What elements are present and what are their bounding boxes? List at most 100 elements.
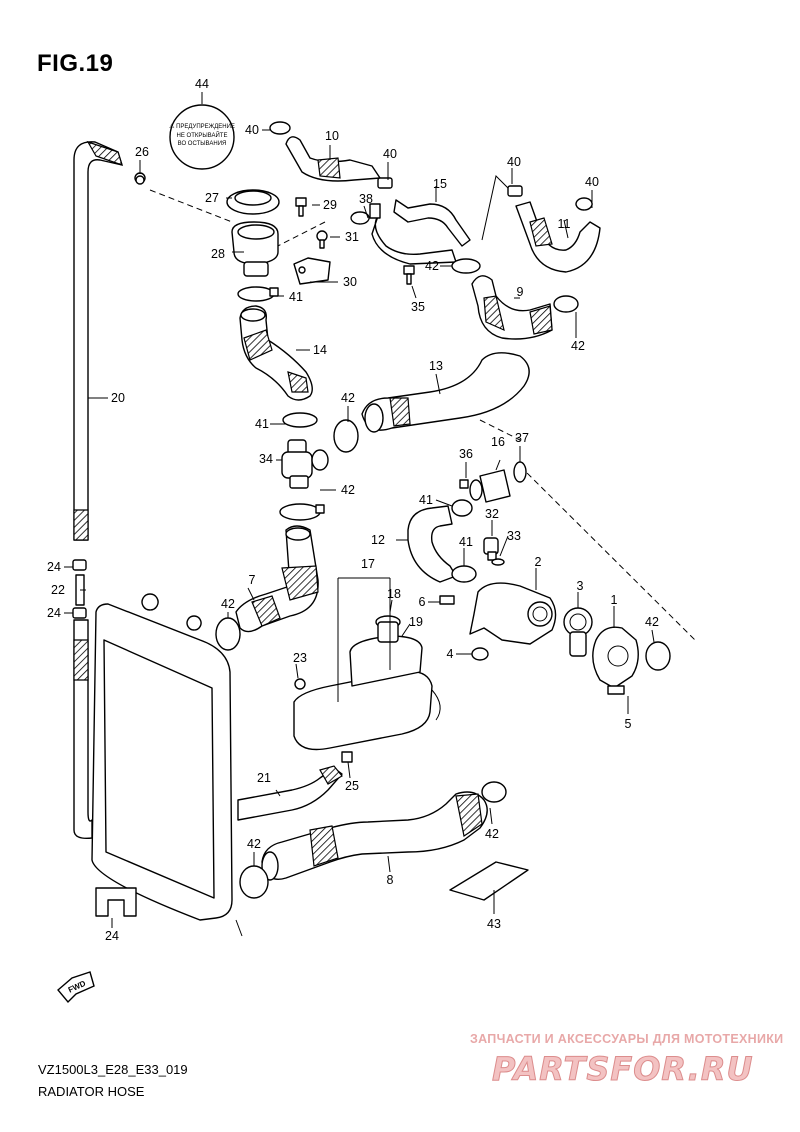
callout-42-f: 42 (645, 615, 659, 629)
bolt-23 (294, 678, 306, 690)
callout-17: 17 (361, 557, 375, 571)
watermark-top: ЗАПЧАСТИ И АКСЕССУАРЫ ДЛЯ МОТОТЕХНИКИ (470, 1032, 784, 1046)
hose-14 (239, 305, 313, 401)
callout-14: 14 (313, 343, 327, 357)
callout-20: 20 (111, 391, 125, 405)
callout-36: 35 (411, 300, 425, 314)
filler-neck-28-29 (226, 189, 280, 277)
pad-43 (449, 861, 529, 901)
callout-40-b: 40 (383, 147, 397, 161)
callout-22: 22 (51, 583, 65, 597)
cap-warning-line2: НЕ ОТКРЫВАЙТЕ (177, 131, 228, 139)
callout-2: 2 (535, 555, 542, 569)
callout-44: 44 (195, 77, 209, 91)
clamp-41-d (451, 565, 477, 583)
fwd-arrow-icon: FWD (57, 971, 95, 1004)
figure-name: RADIATOR HOSE (38, 1084, 145, 1099)
callout-41-a: 41 (289, 290, 303, 304)
callout-41-b: 41 (255, 417, 269, 431)
cover-1 (592, 626, 639, 689)
callout-24-a: 24 (47, 560, 61, 574)
fitting-35 (281, 439, 329, 489)
clamp-41-c (451, 499, 473, 517)
clamp-42-g (239, 865, 269, 899)
bracket-31 (293, 257, 331, 285)
callout-41-d: 41 (459, 535, 473, 549)
clamp-40-c (575, 197, 593, 211)
callout-8: 8 (387, 873, 394, 887)
hose-20 (73, 140, 146, 541)
callout-12: 12 (371, 533, 385, 547)
bolt-6 (439, 595, 455, 605)
callout-21: 21 (257, 771, 271, 785)
callout-34: 33 (507, 529, 521, 543)
callout-7: 7 (249, 573, 256, 587)
watermark-logo-text: PARTSFOR.RU (492, 1050, 753, 1088)
hose-7 (235, 525, 319, 633)
callout-42-c: 42 (425, 259, 439, 273)
cap-warning-line3: ВО ОСТЫВАНИЯ (178, 141, 227, 147)
callout-5: 5 (625, 717, 632, 731)
hose-8 (261, 791, 488, 881)
callout-16: 16 (491, 435, 505, 449)
hose-13 (361, 352, 530, 433)
hose-12 (407, 505, 457, 583)
callout-41-c: 41 (419, 493, 433, 507)
callout-29: 28 (211, 247, 225, 261)
callout-26: 25 (345, 779, 359, 793)
callout-27: 24 (105, 929, 119, 943)
washer-34 (491, 558, 505, 566)
callout-33: 32 (485, 507, 499, 521)
radiator (73, 593, 243, 937)
callout-23: 23 (293, 651, 307, 665)
clamp-41-a (237, 286, 279, 302)
callout-38: 37 (515, 431, 529, 445)
callout-42-a: 42 (341, 483, 355, 497)
model-code: VZ1500L3_E28_E33_019 (38, 1062, 188, 1077)
callout-37: 36 (459, 447, 473, 461)
hose-10 (269, 121, 381, 182)
callout-32: 31 (345, 230, 359, 244)
bolt-30 (295, 197, 307, 217)
clamp-41-b (282, 412, 318, 428)
clip-26 (341, 751, 353, 763)
callout-4: 4 (447, 647, 454, 661)
clamp-42-c (451, 258, 481, 274)
clamp-25 (135, 175, 145, 185)
fitting-16 (469, 469, 511, 503)
bolt-5 (607, 685, 625, 695)
screw-32 (316, 230, 328, 249)
callout-6: 6 (419, 595, 426, 609)
pipe-15 (350, 174, 511, 265)
callout-11: 11 (558, 217, 571, 231)
callout-18: 18 (387, 587, 401, 601)
callout-42-d: 42 (571, 339, 585, 353)
radiator-cap-44: ⚠ ПРЕДУПРЕЖДЕНИЕ НЕ ОТКРЫВАЙТЕ ВО ОСТЫВА… (169, 104, 235, 170)
callout-28: 27 (205, 191, 219, 205)
callout-9: 9 (517, 285, 524, 299)
figure-title: FIG.19 (37, 50, 114, 77)
callout-30: 29 (323, 198, 337, 212)
callout-40-a: 40 (245, 123, 259, 137)
callout-25: 26 (135, 145, 149, 159)
bolt-36 (403, 265, 415, 285)
clamp-42-d (553, 295, 579, 313)
callout-24-b: 24 (47, 606, 61, 620)
clamp-42-h (481, 781, 507, 803)
callout-10: 10 (325, 129, 339, 143)
callout-42-b: 42 (221, 597, 235, 611)
oring-38 (513, 461, 527, 483)
callout-15: 15 (433, 177, 447, 191)
callout-labels: 44 26 20 10 40 40 15 40 40 38 29 31 30 4… (47, 77, 659, 943)
thermostat-3 (563, 607, 593, 657)
reservoir-17 (293, 635, 441, 751)
callout-35: 34 (259, 452, 273, 466)
bracket-27 (95, 887, 137, 917)
callout-42-e: 42 (341, 391, 355, 405)
callout-13: 13 (429, 359, 443, 373)
hose-11 (515, 201, 601, 273)
callout-19: 19 (409, 615, 423, 629)
hose-9 (471, 275, 553, 340)
callout-31: 30 (343, 275, 357, 289)
